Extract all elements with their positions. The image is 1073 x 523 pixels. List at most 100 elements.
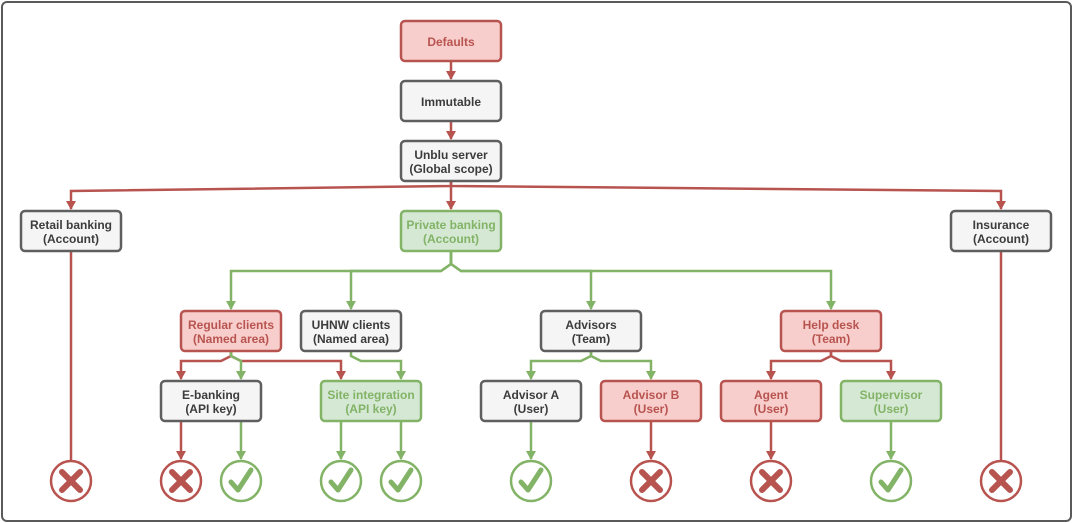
outcome-agent-icon [749, 459, 793, 503]
check-mark-icon [518, 467, 544, 493]
node-agent-label-2: (User) [754, 402, 789, 416]
edge-server-insurance-arrowhead [996, 201, 1006, 210]
outcome-retail-banking-icon [49, 459, 93, 503]
node-agent: Agent (User) [719, 379, 823, 423]
node-insurance: Insurance (Account) [949, 209, 1053, 253]
node-help-desk-label-2: (Team) [812, 332, 850, 346]
node-regular-clients: Regular clients (Named area) [179, 309, 283, 353]
node-insurance-label-1: Insurance [973, 218, 1030, 232]
node-defaults-label-1: Defaults [427, 35, 475, 49]
node-unblu-server: Unblu server (Global scope) [399, 139, 503, 183]
node-advisor-a-label-1: Advisor A [503, 388, 560, 402]
edge-private-helpdesk [449, 251, 833, 309]
outcome-advisor-a-icon [509, 459, 553, 503]
edge-private-regular [229, 251, 453, 309]
outcome-e-banking-2-icon [219, 459, 263, 503]
node-advisors: Advisors (Team) [539, 309, 643, 353]
outcomes-layer [49, 459, 1023, 503]
node-unblu-server-label-1: Unblu server [414, 148, 488, 162]
node-uhnw-clients: UHNW clients (Named area) [299, 309, 403, 353]
node-e-banking-label-1: E-banking [182, 388, 240, 402]
node-advisor-a: Advisor A (User) [479, 379, 583, 423]
check-mark-icon [878, 467, 904, 493]
edge-site-outcome-1-arrowhead [336, 451, 346, 460]
edge-regular-siteintegration [229, 351, 343, 379]
node-insurance-label-2: (Account) [973, 232, 1029, 246]
edge-server-retail-arrowhead [66, 201, 76, 210]
edge-ebanking-outcome-2-arrowhead [236, 451, 246, 460]
edge-server-insurance [449, 181, 1003, 209]
edge-advisors-a-arrowhead [526, 371, 536, 380]
edge-agent-outcome-arrowhead [766, 451, 776, 460]
check-mark-icon [328, 467, 354, 493]
cross-mark-icon [759, 469, 783, 493]
edge-regular-ebanking-arrowhead [176, 371, 186, 380]
edge-supervisor-outcome-arrowhead [886, 451, 896, 460]
outcome-site-integration-1-icon [319, 459, 363, 503]
node-retail-banking-label-2: (Account) [43, 232, 99, 246]
node-advisors-label-1: Advisors [565, 318, 617, 332]
node-defaults: Defaults [399, 19, 503, 63]
node-advisor-b-label-2: (User) [634, 402, 669, 416]
edge-ebanking-outcome-1-arrowhead [176, 451, 186, 460]
edge-private-uhnw-arrowhead [346, 301, 356, 310]
edge-helpdesk-supervisor-arrowhead [886, 371, 896, 380]
edge-defaults-immutable-arrowhead [446, 71, 456, 80]
edge-regular-ebanking [179, 351, 233, 379]
node-uhnw-clients-label-2: (Named area) [313, 332, 389, 346]
node-site-integration-label-1: Site integration [327, 388, 414, 402]
edge-regular-ebanking-green-arrowhead [236, 371, 246, 380]
node-agent-label-1: Agent [754, 388, 788, 402]
node-regular-clients-label-2: (Named area) [193, 332, 269, 346]
node-e-banking-label-2: (API key) [185, 402, 236, 416]
edge-advisors-b [589, 351, 653, 379]
node-private-banking-label-1: Private banking [406, 218, 495, 232]
edge-regular-ebanking-green [229, 351, 243, 379]
outcome-supervisor-icon [869, 459, 913, 503]
edge-advisors-b-arrowhead [646, 371, 656, 380]
node-help-desk-label-1: Help desk [803, 318, 860, 332]
node-site-integration-label-2: (API key) [345, 402, 396, 416]
edge-advisors-a [529, 351, 593, 379]
node-retail-banking-label-1: Retail banking [30, 218, 112, 232]
node-help-desk: Help desk (Team) [779, 309, 883, 353]
outcome-e-banking-1-icon [159, 459, 203, 503]
check-mark-icon [228, 467, 254, 493]
node-private-banking-label-2: (Account) [423, 232, 479, 246]
edge-uhnw-siteintegration-arrowhead [396, 371, 406, 380]
edge-immutable-server-arrowhead [446, 131, 456, 140]
edge-advisora-outcome-arrowhead [526, 451, 536, 460]
node-site-integration: Site integration (API key) [319, 379, 423, 423]
cross-mark-icon [989, 469, 1013, 493]
edge-private-regular-arrowhead [226, 301, 236, 310]
nodes-layer: Defaults Immutable Unblu server (Global … [19, 19, 1053, 423]
node-supervisor-label-1: Supervisor [860, 388, 923, 402]
node-advisors-label-2: (Team) [572, 332, 610, 346]
node-uhnw-clients-label-1: UHNW clients [312, 318, 391, 332]
cross-mark-icon [639, 469, 663, 493]
node-retail-banking: Retail banking (Account) [19, 209, 123, 253]
outcome-insurance-icon [979, 459, 1023, 503]
node-advisor-b-label-1: Advisor B [623, 388, 680, 402]
node-advisor-b: Advisor B (User) [599, 379, 703, 423]
node-regular-clients-label-1: Regular clients [188, 318, 274, 332]
node-e-banking: E-banking (API key) [159, 379, 263, 423]
edge-private-advisors [449, 251, 593, 309]
node-immutable: Immutable [399, 79, 503, 123]
node-supervisor-label-2: (User) [874, 402, 909, 416]
node-unblu-server-label-2: (Global scope) [409, 162, 492, 176]
edge-helpdesk-agent-arrowhead [766, 371, 776, 380]
cross-mark-icon [59, 469, 83, 493]
edge-private-helpdesk-arrowhead [826, 301, 836, 310]
edge-regular-siteintegration-arrowhead [336, 371, 346, 380]
edge-helpdesk-agent [769, 351, 833, 379]
check-mark-icon [388, 467, 414, 493]
edge-private-advisors-arrowhead [586, 301, 596, 310]
edge-helpdesk-supervisor [829, 351, 893, 379]
cross-mark-icon [169, 469, 193, 493]
edge-uhnw-siteintegration [349, 351, 403, 379]
edge-server-private-arrowhead [446, 201, 456, 210]
node-immutable-label-1: Immutable [421, 95, 481, 109]
